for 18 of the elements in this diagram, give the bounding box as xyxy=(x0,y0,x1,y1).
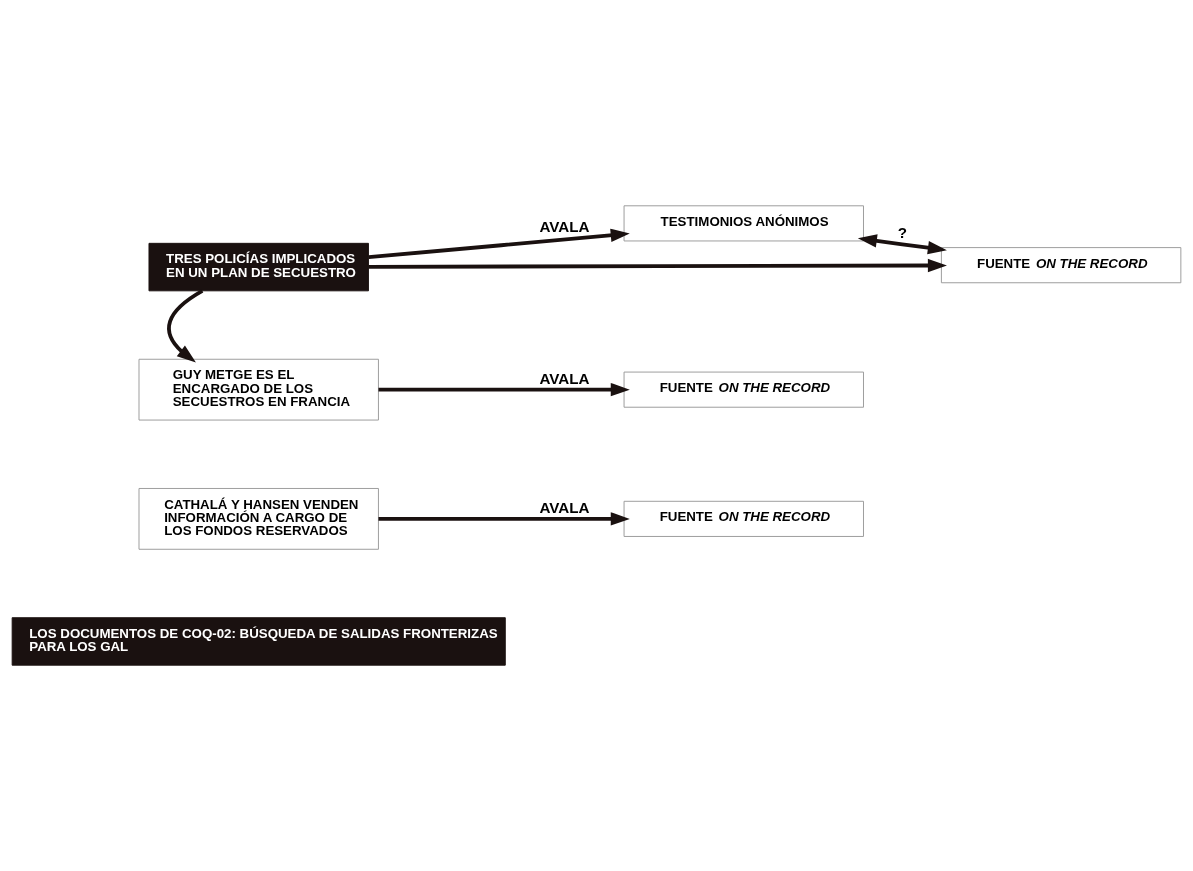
arrow xyxy=(368,258,947,273)
node-box: FUENTE ON THE RECORD xyxy=(623,500,864,537)
edge-label: AVALA xyxy=(539,498,590,516)
node-box: FUENTE ON THE RECORD xyxy=(940,247,1182,284)
arrow xyxy=(368,228,630,260)
arrow xyxy=(167,289,204,363)
arrow xyxy=(378,512,630,526)
node-box: FUENTE ON THE RECORD xyxy=(623,371,864,408)
node-box: LOS DOCUMENTOS DE COQ-02: BÚSQUEDA DE SALIDAS FRONTERIZAS PARA LOS GAL xyxy=(11,617,506,666)
node-box: TESTIMONIOS ANÓNIMOS xyxy=(623,205,864,242)
node-box: GUY METGE ES EL ENCARGADO DE LOS SECUESTROS EN FRANCIA xyxy=(138,358,379,421)
edge-label: ? xyxy=(897,224,907,242)
arrow xyxy=(857,234,947,255)
edge-label: AVALA xyxy=(539,369,590,387)
arrow xyxy=(378,382,630,397)
node-box: CATHALÁ Y HANSEN VENDEN INFORMACIÓN A CARGO DE LOS FONDOS RESERVADOS xyxy=(138,488,379,550)
edge-label: AVALA xyxy=(539,217,590,235)
node-box: TRES POLICÍAS IMPLICADOS EN UN PLAN DE SECUESTRO xyxy=(148,242,369,292)
